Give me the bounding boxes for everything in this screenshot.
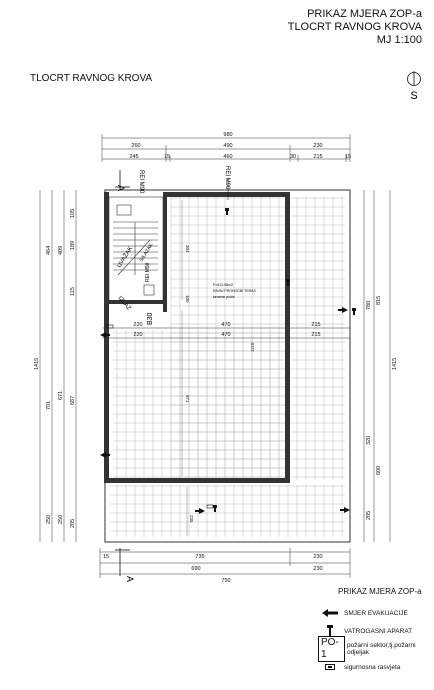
svg-text:460: 460 — [223, 154, 232, 160]
svg-text:701: 701 — [46, 401, 52, 410]
room-area: P=612.58m2 — [213, 283, 233, 287]
fire-rating-vert: REI M90 — [145, 262, 151, 282]
svg-text:464: 464 — [46, 246, 52, 255]
svg-text:690: 690 — [191, 566, 200, 572]
fire-sector-box: PO-1 — [318, 636, 345, 662]
svg-text:205: 205 — [70, 519, 76, 528]
dimension-left-text: 1415 464 701 250 409 671 250 105 189 115… — [34, 209, 76, 528]
sheet-title: TLOCRT RAVNOG KROVA — [30, 73, 153, 84]
svg-text:250: 250 — [46, 515, 52, 524]
dimension-bottom-text: 15 735 230 690 230 750 — [103, 554, 323, 584]
svg-text:15: 15 — [103, 554, 109, 560]
header-line-2: TLOCRT RAVNOG KROVA — [287, 21, 422, 33]
svg-text:220: 220 — [133, 322, 142, 328]
fire-rating-1: REI M90 — [138, 170, 144, 194]
svg-text:215: 215 — [311, 332, 320, 338]
legend-label: SMJER EVAKUACIJE — [344, 609, 408, 617]
section-a-bottom: A — [125, 576, 135, 582]
svg-text:1415: 1415 — [34, 358, 40, 370]
svg-text:215: 215 — [311, 322, 320, 328]
svg-text:205: 205 — [366, 511, 372, 520]
room-name: RAVNI PROHODNI TERAS — [213, 289, 257, 293]
svg-text:320: 320 — [366, 436, 372, 445]
svg-text:815: 815 — [376, 296, 382, 305]
svg-text:304: 304 — [185, 245, 190, 253]
svg-text:470: 470 — [221, 332, 230, 338]
svg-text:189: 189 — [70, 241, 76, 250]
dimension-right — [363, 190, 391, 542]
svg-text:1415: 1415 — [392, 358, 398, 370]
legend-item: PO-1 požarni sektor,tj.požarni odjeljak — [318, 636, 430, 662]
dimension-top — [101, 134, 351, 162]
legend-item: sigurnosna rasvjeta — [318, 660, 430, 674]
svg-text:470: 470 — [221, 322, 230, 328]
arrow-left-icon — [318, 609, 342, 617]
roof-tile-area — [110, 197, 345, 537]
dimension-top-text: 980 260 490 230 245 15 460 30 215 15 — [129, 132, 351, 160]
svg-text:980: 980 — [223, 132, 232, 138]
legend-item: VATROGASNI APARAT — [318, 624, 430, 638]
svg-text:245: 245 — [129, 154, 138, 160]
interior-dimensions: 304 100 1110 971 235 — [181, 200, 255, 536]
dimension-inner — [102, 327, 350, 339]
svg-text:750: 750 — [221, 578, 230, 584]
svg-text:687: 687 — [70, 396, 76, 405]
svg-text:220: 220 — [133, 332, 142, 338]
svg-text:115: 115 — [70, 287, 76, 296]
svg-text:250: 250 — [58, 515, 64, 524]
legend: PRIKAZ MJERA ZOP-a SMJER EVAKUACIJE VATR… — [318, 587, 430, 678]
svg-text:235: 235 — [189, 515, 194, 523]
svg-text:600: 600 — [376, 466, 382, 475]
dimension-inner-text: 220 470 215 220 470 215 — [133, 322, 320, 338]
north-label: S — [410, 90, 417, 102]
svg-text:230: 230 — [313, 566, 322, 572]
emergency-light-icon — [318, 664, 342, 670]
fire-rating-b: B30 — [147, 312, 154, 325]
legend-label: VATROGASNI APARAT — [344, 627, 413, 635]
north-arrow-icon: S — [407, 71, 421, 102]
svg-text:215: 215 — [313, 154, 322, 160]
svg-text:671: 671 — [58, 391, 64, 400]
svg-text:30: 30 — [290, 154, 296, 160]
svg-text:105: 105 — [70, 209, 76, 218]
stair-shaft — [108, 196, 164, 302]
arrow-left-icon — [100, 307, 350, 514]
fire-extinguisher-icon — [318, 625, 342, 637]
svg-text:780: 780 — [366, 301, 372, 310]
fire-extinguisher-icon — [213, 208, 356, 512]
svg-text:260: 260 — [131, 143, 140, 149]
legend-item: SMJER EVAKUACIJE — [318, 606, 430, 620]
svg-text:100: 100 — [185, 295, 190, 303]
svg-text:15: 15 — [164, 154, 170, 160]
svg-text:15: 15 — [345, 154, 351, 160]
legend-title: PRIKAZ MJERA ZOP-a — [338, 587, 422, 596]
svg-text:735: 735 — [195, 554, 204, 560]
legend-label: požarni sektor,tj.požarni odjeljak — [346, 642, 416, 656]
header-line-1: PRIKAZ MJERA ZOP-a — [307, 8, 422, 20]
room-finish: keramic ploče — [213, 295, 235, 299]
svg-text:490: 490 — [223, 143, 232, 149]
dimension-right-text: 780 320 205 815 600 1415 — [366, 296, 398, 520]
stair-label-up: UVAŽAK — [115, 245, 134, 269]
svg-text:230: 230 — [313, 554, 322, 560]
header-scale: MJ 1:100 — [376, 34, 422, 46]
svg-text:230: 230 — [313, 143, 322, 149]
dimension-left — [39, 190, 77, 542]
fire-rating-2: REI M90 — [224, 166, 230, 190]
svg-text:409: 409 — [58, 246, 64, 255]
svg-text:1110: 1110 — [250, 342, 255, 352]
svg-text:971: 971 — [185, 395, 190, 403]
section-a-top: A — [116, 185, 126, 191]
legend-label: sigurnosna rasvjeta — [344, 663, 401, 671]
stair-label-down: SILAZAK — [139, 242, 155, 263]
dimension-bottom — [99, 548, 351, 578]
